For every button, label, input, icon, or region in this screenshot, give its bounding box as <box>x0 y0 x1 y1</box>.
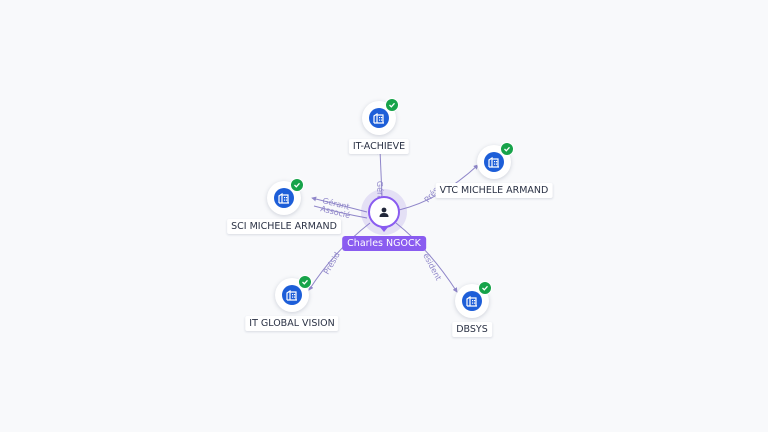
person-label: Charles NGOCK <box>342 236 426 251</box>
edge-label-president-dbsys: ésident <box>421 251 444 282</box>
company-label: IT-ACHIEVE <box>348 139 410 154</box>
company-label: IT GLOBAL VISION <box>245 316 339 331</box>
company-label: VTC MICHELE ARMAND <box>435 183 553 198</box>
person-icon <box>378 203 390 222</box>
edge-it-achieve <box>377 149 383 197</box>
edge-dbsys <box>395 222 458 293</box>
edge-label-presid-itgv: Présid <box>321 250 342 276</box>
company-label: DBSYS <box>452 322 492 337</box>
check-icon <box>385 98 399 112</box>
company-label: SCI MICHELE ARMAND <box>227 219 341 234</box>
edge-sci-associe <box>313 205 368 219</box>
check-icon <box>478 281 492 295</box>
edge-sci-gerant <box>311 196 368 213</box>
edge-it-global-vision <box>308 222 371 291</box>
edge-label-gerant-it-achieve: Gérant <box>375 181 386 209</box>
check-icon <box>500 142 514 156</box>
building-icon <box>274 188 294 208</box>
check-icon <box>298 275 312 289</box>
building-icon <box>369 108 389 128</box>
building-icon <box>462 291 482 311</box>
check-icon <box>290 178 304 192</box>
pointer-triangle <box>379 226 389 232</box>
building-icon <box>484 152 504 172</box>
building-icon <box>282 285 302 305</box>
